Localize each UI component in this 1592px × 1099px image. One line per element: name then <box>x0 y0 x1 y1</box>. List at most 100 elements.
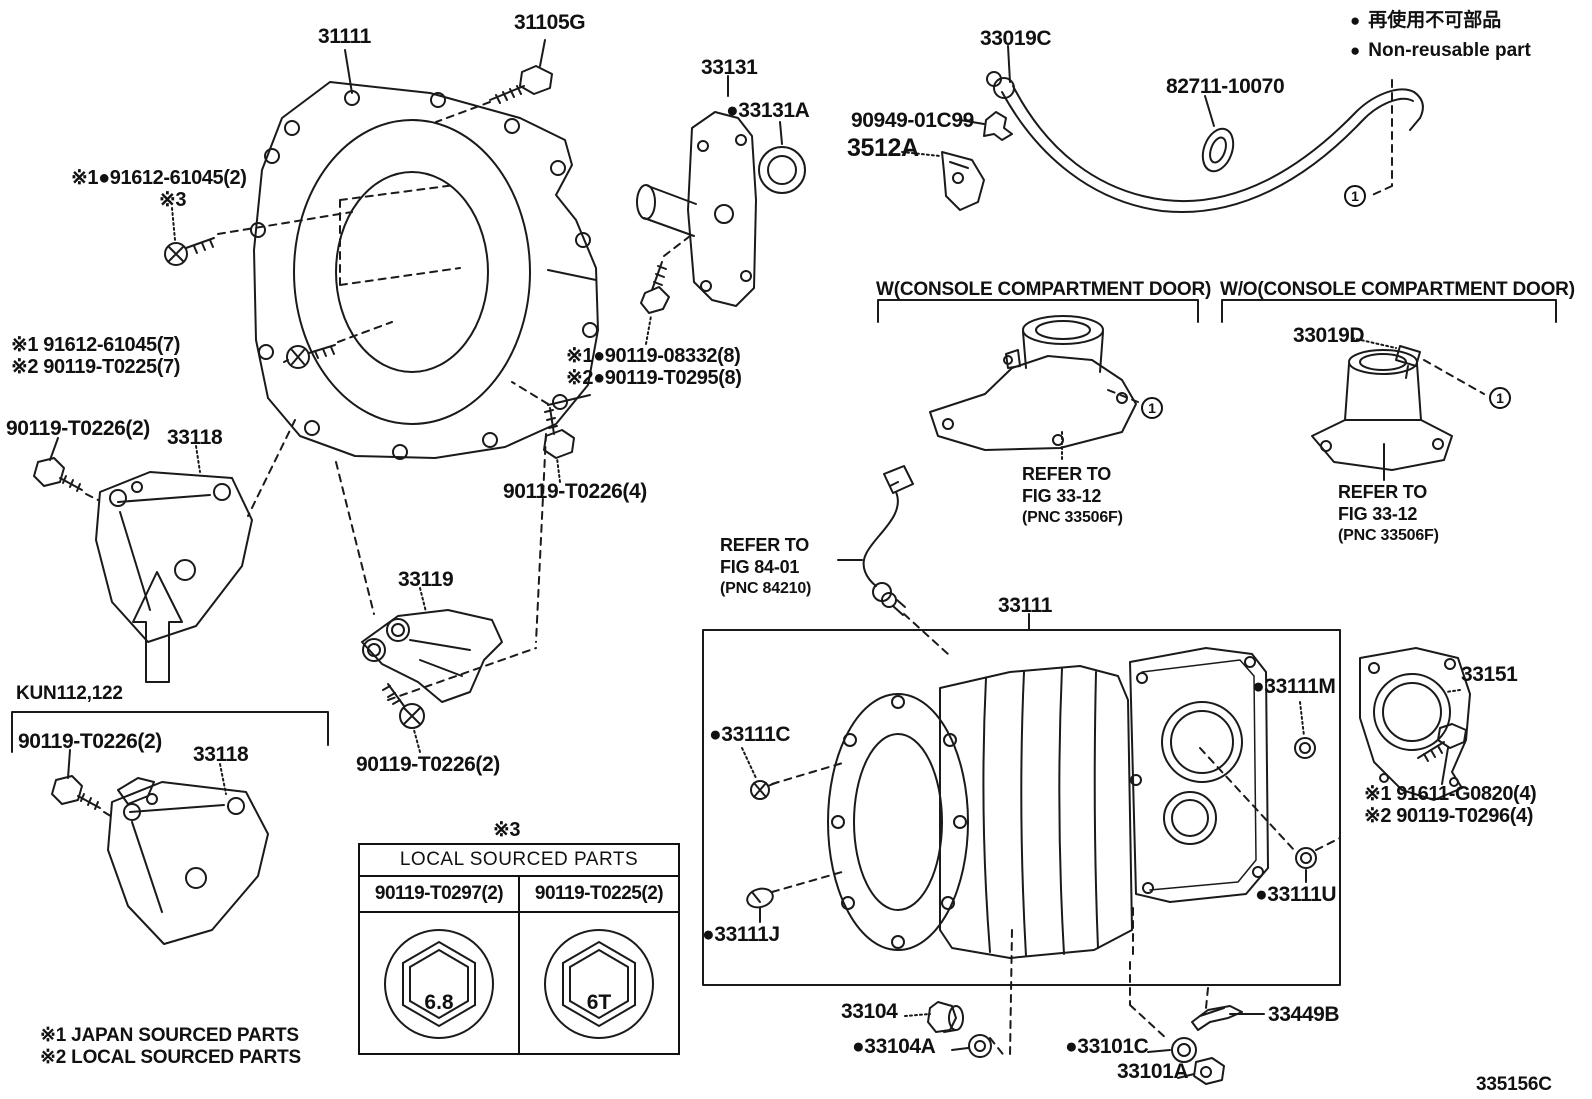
table-col-90119-t0225: 90119-T0225(2) <box>534 883 664 904</box>
refer-line: FIG 84-01 <box>720 557 800 577</box>
callout-1-icon: 1 <box>1141 397 1163 419</box>
part-label-33131: 33131 <box>701 56 758 79</box>
refer-note-fig3312-right: REFER TO FIG 33-12 (PNC 33506F) <box>1338 481 1439 547</box>
part-label-33131a: ●33131A <box>726 99 810 122</box>
part-label-33101a: 33101A <box>1117 1060 1189 1083</box>
note-91611-g0820: ※1 91611-G0820(4) <box>1364 783 1537 805</box>
front-cover-33131-drawing <box>636 75 806 307</box>
refer-line: REFER TO <box>720 535 810 555</box>
note-91612-61045-7: ※1 91612-61045(7) <box>11 334 180 356</box>
legend-en-text: Non-reusable part <box>1368 40 1531 61</box>
part-label-33119: 33119 <box>398 568 454 591</box>
footnote-local-sourced: ※2 LOCAL SOURCED PARTS <box>40 1047 302 1068</box>
non-reusable-dot-icon: ● <box>1350 11 1361 30</box>
note-90119-t0296: ※2 90119-T0296(4) <box>1364 805 1533 827</box>
local-sourced-parts-table: LOCAL SOURCED PARTS 90119-T0297(2) 90119… <box>358 843 680 1055</box>
part-label-33019c: 33019C <box>980 27 1052 50</box>
bolt-strength-mark: 6.8 <box>424 991 454 1014</box>
legend-jp-line: ●再使用不可部品 <box>1350 6 1531 36</box>
table-col-90119-t0297: 90119-T0297(2) <box>360 877 520 911</box>
table-cell-bolt-68: 6.8 <box>360 913 520 1055</box>
refer-line: REFER TO <box>1338 482 1428 502</box>
legend-en-line: ● Non-reusable part <box>1350 36 1531 66</box>
part-label-90119-t0226-2c: 90119-T0226(2) <box>18 730 162 753</box>
note-91612-61045-2: ※1●91612-61045(2) <box>71 167 247 189</box>
refer-note-fig3312-left: REFER TO FIG 33-12 (PNC 33506F) <box>1022 463 1123 529</box>
bolt-90119-08332-drawing <box>640 235 691 345</box>
breather-hose-drawing <box>986 45 1424 213</box>
note-90119-08332: ※1●90119-08332(8) <box>566 345 741 367</box>
shift-cover-without-console-drawing <box>1311 337 1485 481</box>
part-label-33111: 33111 <box>998 594 1053 617</box>
plug-33111m-drawing <box>1294 701 1316 759</box>
part-label-33111m: ●33111M <box>1252 675 1336 698</box>
bracket-33119-drawing <box>335 433 547 703</box>
table-cell-bolt-6t: 6T <box>520 913 678 1055</box>
section-header-without-console: W/O(CONSOLE COMPARTMENT DOOR) <box>1220 279 1575 300</box>
plug-33104-drawing <box>904 1001 964 1033</box>
part-label-90119-t0226-2b: 90119-T0226(2) <box>356 753 500 776</box>
clutch-housing-drawing <box>250 49 599 460</box>
seal-33101c-drawing <box>1129 961 1197 1063</box>
plug-33111u-drawing <box>1295 837 1341 883</box>
bolt-strength-mark: 6T <box>586 991 612 1014</box>
plug-33111j-drawing <box>746 871 843 923</box>
bracket-33118-upper-drawing <box>95 419 296 643</box>
part-label-33111j: ●33111J <box>702 923 780 946</box>
retainer-33151-drawing <box>1359 647 1471 801</box>
part-label-33449b: 33449B <box>1268 1003 1340 1026</box>
part-label-90119-t0226-2a: 90119-T0226(2) <box>6 417 150 440</box>
bolt-33111c-drawing <box>741 747 847 800</box>
part-label-33019d: 33019D <box>1293 324 1365 347</box>
part-label-33151: 33151 <box>1461 663 1518 686</box>
part-label-33118-lower: 33118 <box>193 743 249 766</box>
refer-line: (PNC 33506F) <box>1022 509 1123 526</box>
without-console-bracket <box>1221 299 1557 323</box>
part-label-33111u: ●33111U <box>1255 883 1337 906</box>
bracket-33118-lower-drawing <box>107 763 269 945</box>
note-90119-t0295: ※2●90119-T0295(8) <box>566 367 742 389</box>
refer-line: (PNC 84210) <box>720 580 812 597</box>
part-label-3512a: 3512A <box>847 134 919 162</box>
direction-arrow <box>132 571 183 683</box>
plug-33101a-drawing <box>1177 1057 1225 1085</box>
callout-1-icon: 1 <box>1489 387 1511 409</box>
clip-33449b-drawing <box>1132 907 1265 1031</box>
with-console-bracket <box>877 299 1199 323</box>
part-label-31111: 31111 <box>318 25 371 48</box>
note-90119-t0225-7: ※2 90119-T0225(7) <box>11 356 180 378</box>
bolt-head-68-drawing <box>384 929 494 1039</box>
bolt-91612-7-drawing <box>283 321 393 369</box>
extension-housing-box <box>702 629 1341 986</box>
refer-line: REFER TO <box>1022 464 1112 484</box>
bolt-91612-drawing <box>164 207 353 266</box>
non-reusable-dot-icon: ● <box>1350 41 1361 60</box>
refer-line: FIG 33-12 <box>1338 504 1418 524</box>
footnote-japan-sourced: ※1 JAPAN SOURCED PARTS <box>40 1025 299 1046</box>
part-label-90949: 90949-01C99 <box>851 109 974 132</box>
note-x3-table: ※3 <box>493 819 521 841</box>
refer-line: (PNC 33506F) <box>1338 527 1439 544</box>
bracket-3512a-drawing <box>901 151 985 211</box>
washer-33104a-drawing <box>951 929 1013 1059</box>
bolt-90119-t0226-kun-drawing <box>51 749 115 819</box>
part-label-90119-t0226-4: 90119-T0226(4) <box>503 480 647 503</box>
callout-1-icon: 1 <box>1344 185 1366 207</box>
extension-housing-assembly-drawing <box>827 647 1295 959</box>
refer-line: FIG 33-12 <box>1022 486 1102 506</box>
table-title: LOCAL SOURCED PARTS <box>360 845 678 877</box>
part-label-33104: 33104 <box>841 1000 898 1023</box>
shift-cover-with-console-drawing <box>929 315 1139 463</box>
refer-note-fig8401: REFER TO FIG 84-01 (PNC 84210) <box>720 534 811 600</box>
bolt-31105g-drawing <box>435 39 553 123</box>
legend: ●再使用不可部品 ● Non-reusable part <box>1350 6 1531 66</box>
bolt-90119-t0226-upper-drawing <box>33 437 99 501</box>
diagram-code: 335156C <box>1476 1074 1552 1095</box>
bolt-91611-drawing <box>1417 723 1467 785</box>
clamp-90949-drawing <box>959 111 1013 141</box>
part-label-31105g: 31105G <box>514 11 586 34</box>
section-header-kun: KUN112,122 <box>16 683 123 704</box>
bolt-90119-t0226-4-drawing <box>511 381 575 483</box>
